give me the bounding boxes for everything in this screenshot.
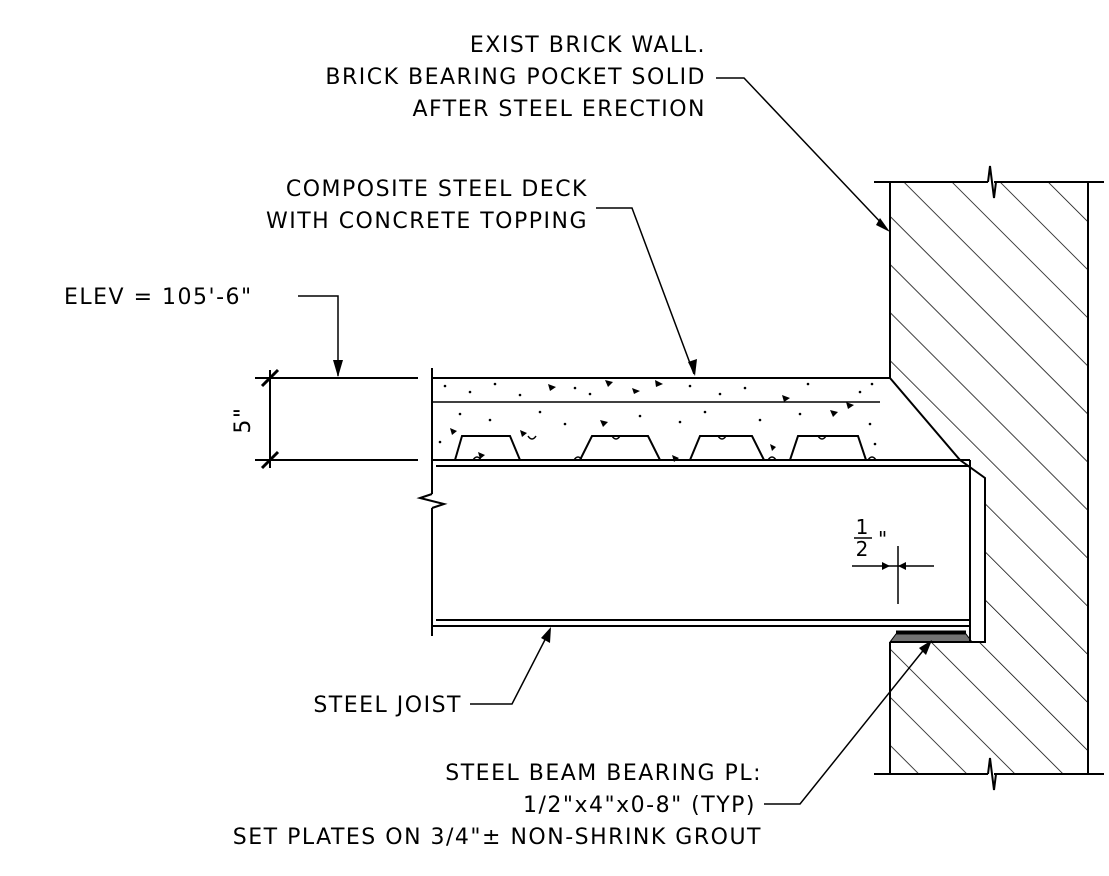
deck-note-line-1: COMPOSITE STEEL DECK <box>286 177 588 202</box>
bearing-plate-note-line-2: 1/2"x4"x0-8" (TYP) <box>523 793 756 818</box>
deck-depth-dimension: 5" <box>231 368 418 470</box>
deck-flutes <box>432 435 880 461</box>
deck-depth-label: 5" <box>231 406 256 433</box>
bearing-plate-note-line-3: SET PLATES ON 3/4"± NON-SHRINK GROUT <box>233 825 762 850</box>
plate-gap-dimension: 1 2 " <box>852 515 934 604</box>
brick-wall-note-line-1: EXIST BRICK WALL. <box>470 33 706 58</box>
brick-hatch <box>890 182 1088 774</box>
joist-break-symbol <box>416 493 448 509</box>
plate-gap-denominator: 2 <box>856 537 869 561</box>
brick-wall-note-line-3: AFTER STEEL ERECTION <box>412 97 706 122</box>
steel-joist <box>416 368 971 642</box>
bearing-plate-note-line-1: STEEL BEAM BEARING PL: <box>445 761 762 786</box>
elevation-label: ELEV = 105'-6" <box>64 285 253 310</box>
deck-note-line-2: WITH CONCRETE TOPPING <box>266 209 588 234</box>
brick-wall <box>874 165 1104 791</box>
composite-deck <box>432 377 890 462</box>
break-symbol-bottom <box>987 757 997 791</box>
leaders <box>298 77 932 805</box>
plate-gap-unit: " <box>878 527 887 551</box>
break-symbol-top <box>987 165 997 199</box>
plate-gap-numerator: 1 <box>856 515 869 539</box>
brick-wall-note-line-2: BRICK BEARING POCKET SOLID <box>325 65 706 90</box>
grout-bed <box>889 633 973 643</box>
annotations: EXIST BRICK WALL. BRICK BEARING POCKET S… <box>64 33 762 850</box>
concrete-dots <box>438 382 877 446</box>
bearing-plate <box>889 630 973 643</box>
steel-joist-label: STEEL JOIST <box>313 693 462 718</box>
